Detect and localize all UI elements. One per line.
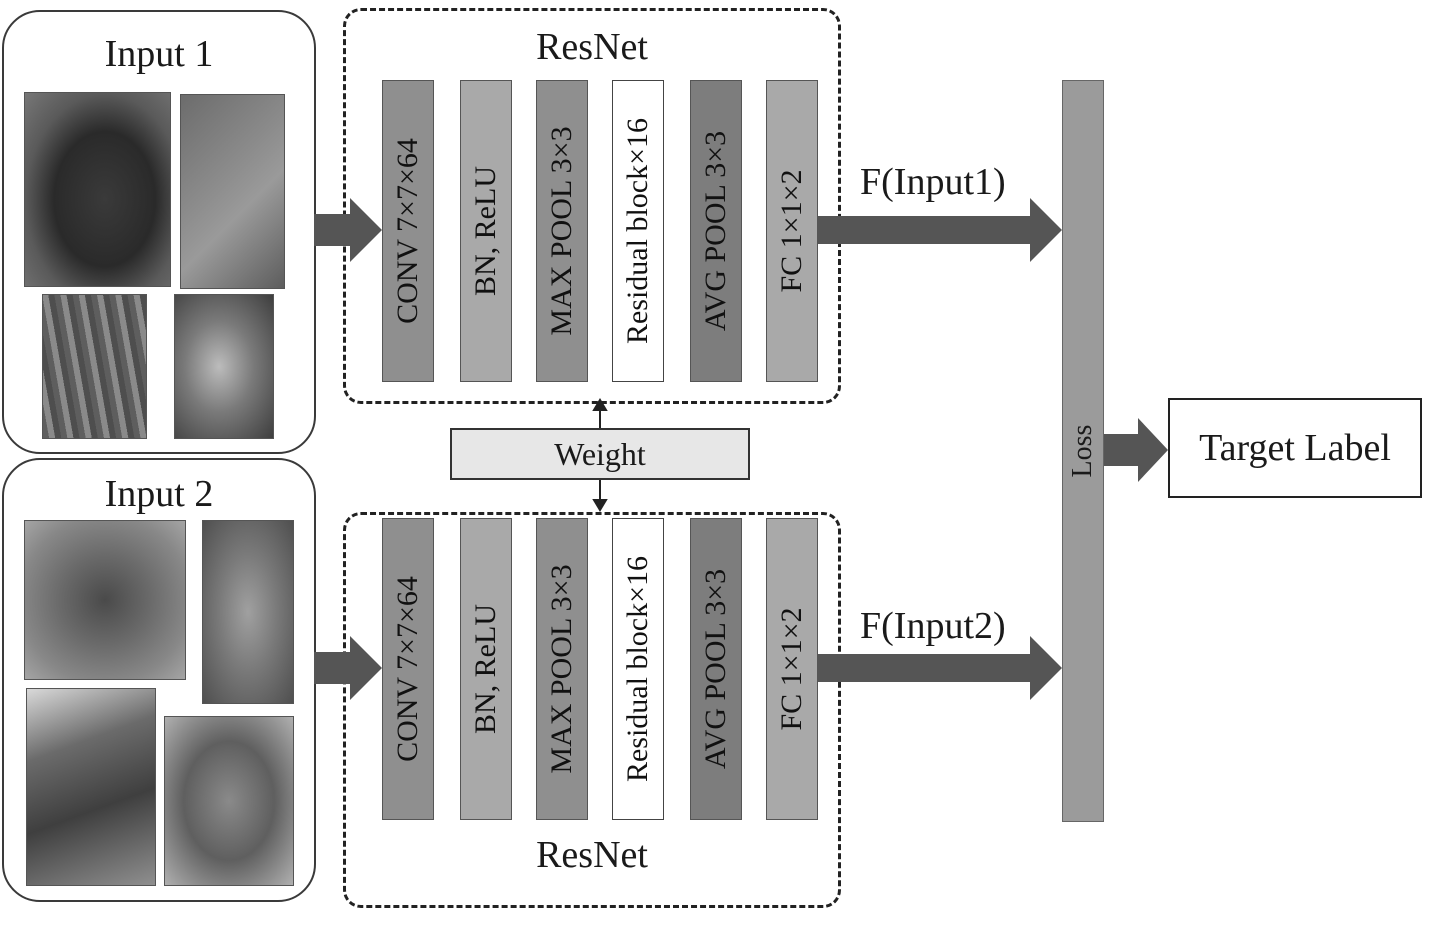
shared-weight-box: Weight (450, 428, 750, 480)
bn-relu-layer-bottom: BN, ReLU (460, 518, 512, 820)
leaf-image (24, 520, 186, 680)
fc-layer-top: FC 1×1×2 (766, 80, 818, 382)
f-input2-label: F(Input2) (860, 605, 1006, 647)
arrow-f2-to-loss (818, 636, 1062, 700)
resnet-top-title: ResNet (536, 26, 648, 68)
arrow-f1-to-loss (818, 198, 1062, 262)
conv-layer-bottom: CONV 7×7×64 (382, 518, 434, 820)
max-pool-layer-bottom: MAX POOL 3×3 (536, 518, 588, 820)
leaf-image (174, 294, 274, 439)
max-pool-layer-top: MAX POOL 3×3 (536, 80, 588, 382)
resnet-bottom-title: ResNet (536, 834, 648, 876)
leaf-image (164, 716, 294, 886)
arrow-input2-to-resnet (314, 636, 382, 700)
loss-bar: Loss (1062, 80, 1104, 822)
avg-pool-layer-top: AVG POOL 3×3 (690, 80, 742, 382)
input-2-title: Input 2 (104, 473, 214, 515)
conv-layer-top: CONV 7×7×64 (382, 80, 434, 382)
fc-layer-bottom: FC 1×1×2 (766, 518, 818, 820)
residual-block-layer-top: Residual block×16 (612, 80, 664, 382)
leaf-image (202, 520, 294, 704)
resnet-top-box: ResNet (343, 8, 841, 404)
input-1-title: Input 1 (104, 33, 214, 75)
arrow-input1-to-resnet (314, 198, 382, 262)
target-label-box: Target Label (1168, 398, 1422, 498)
leaf-image (24, 92, 171, 287)
f-input1-label: F(Input1) (860, 161, 1006, 203)
resnet-bottom-box: ResNet (343, 512, 841, 908)
bn-relu-layer-top: BN, ReLU (460, 80, 512, 382)
input-1-panel: Input 1 (2, 10, 316, 454)
avg-pool-layer-bottom: AVG POOL 3×3 (690, 518, 742, 820)
arrow-weight-up (592, 398, 608, 411)
leaf-image (180, 94, 285, 289)
residual-block-layer-bottom: Residual block×16 (612, 518, 664, 820)
arrow-loss-to-target (1104, 418, 1168, 482)
leaf-image (26, 688, 156, 886)
leaf-image (42, 294, 147, 439)
input-2-panel: Input 2 (2, 458, 316, 902)
arrow-weight-down (592, 499, 608, 512)
